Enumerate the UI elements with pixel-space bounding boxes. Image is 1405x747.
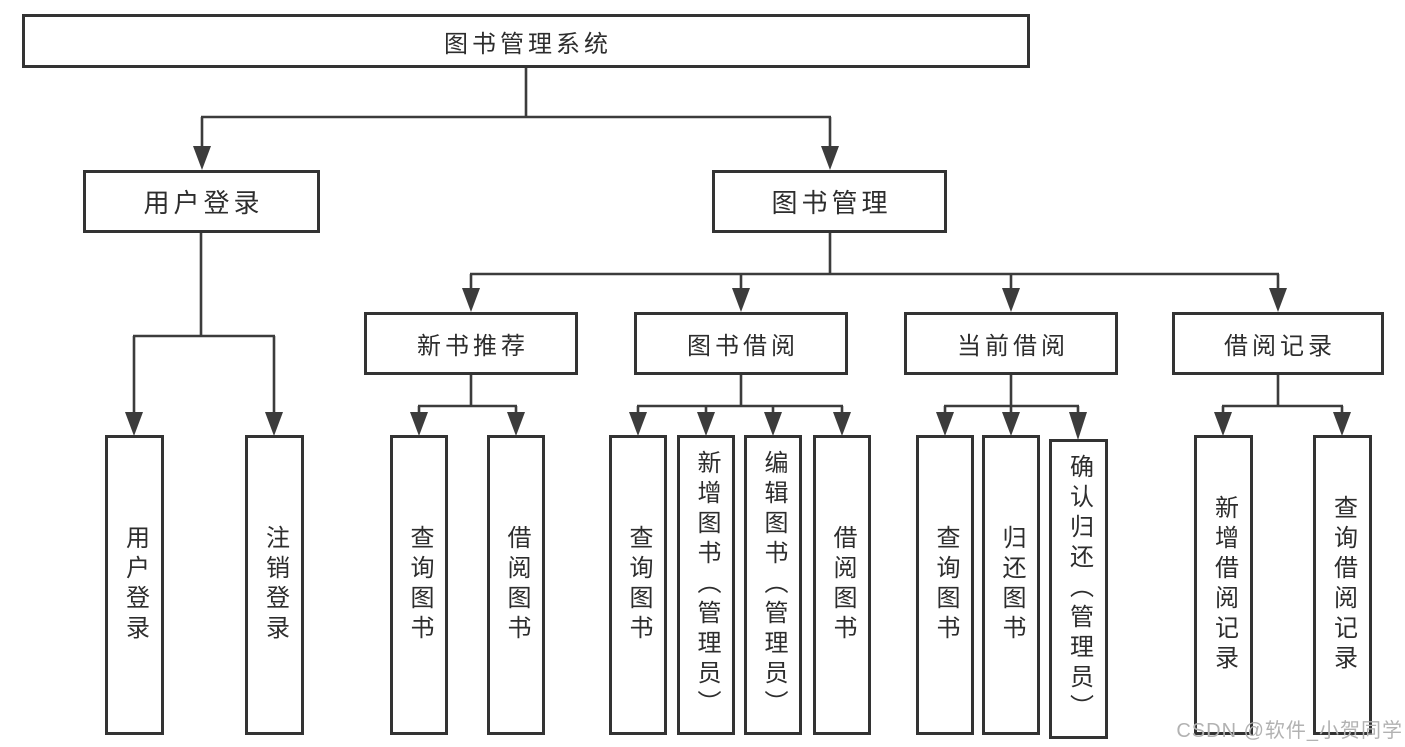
leaf-query-borrow-record-label: 查询借阅记录 [1329,495,1357,675]
leaf-query-books-borrowing-label: 查询图书 [625,525,652,645]
leaf-return-book-label: 归还图书 [998,525,1025,645]
leaf-query-books-current-label: 查询图书 [932,525,959,645]
node-book-borrowing: 图书借阅 [634,312,848,375]
leaf-user-login: 用户登录 [105,435,164,735]
leaf-borrow-books-recommend-label: 借阅图书 [503,525,530,645]
node-new-book-recommend: 新书推荐 [364,312,578,375]
leaf-return-book: 归还图书 [982,435,1040,735]
leaf-confirm-return-admin: 确认归还（管理员） [1049,439,1108,739]
node-root-library-management-system: 图书管理系统 [22,14,1030,68]
leaf-add-borrow-record: 新增借阅记录 [1194,435,1253,735]
leaf-add-borrow-record-label: 新增借阅记录 [1210,495,1238,675]
leaf-logout-label: 注销登录 [261,525,289,645]
leaf-borrow-books: 借阅图书 [813,435,871,735]
leaf-edit-book-admin: 编辑图书（管理员） [744,435,802,735]
leaf-add-book-admin-label: 新增图书（管理员） [693,450,720,720]
node-current-borrowing: 当前借阅 [904,312,1118,375]
leaf-logout: 注销登录 [245,435,304,735]
leaf-borrow-books-label: 借阅图书 [829,525,856,645]
csdn-watermark: CSDN @软件_小贺同学 [1176,720,1403,742]
leaf-query-borrow-record: 查询借阅记录 [1313,435,1372,735]
leaf-add-book-admin: 新增图书（管理员） [677,435,735,735]
node-book-management: 图书管理 [712,170,947,233]
node-borrow-records: 借阅记录 [1172,312,1384,375]
leaf-edit-book-admin-label: 编辑图书（管理员） [760,450,787,720]
leaf-query-books-current: 查询图书 [916,435,974,735]
node-user-login: 用户登录 [83,170,320,233]
leaf-borrow-books-recommend: 借阅图书 [487,435,545,735]
leaf-user-login-label: 用户登录 [121,525,149,645]
leaf-query-books-borrowing: 查询图书 [609,435,667,735]
leaf-query-books-recommend-label: 查询图书 [406,525,433,645]
leaf-confirm-return-admin-label: 确认归还（管理员） [1065,454,1093,724]
leaf-query-books-recommend: 查询图书 [390,435,448,735]
